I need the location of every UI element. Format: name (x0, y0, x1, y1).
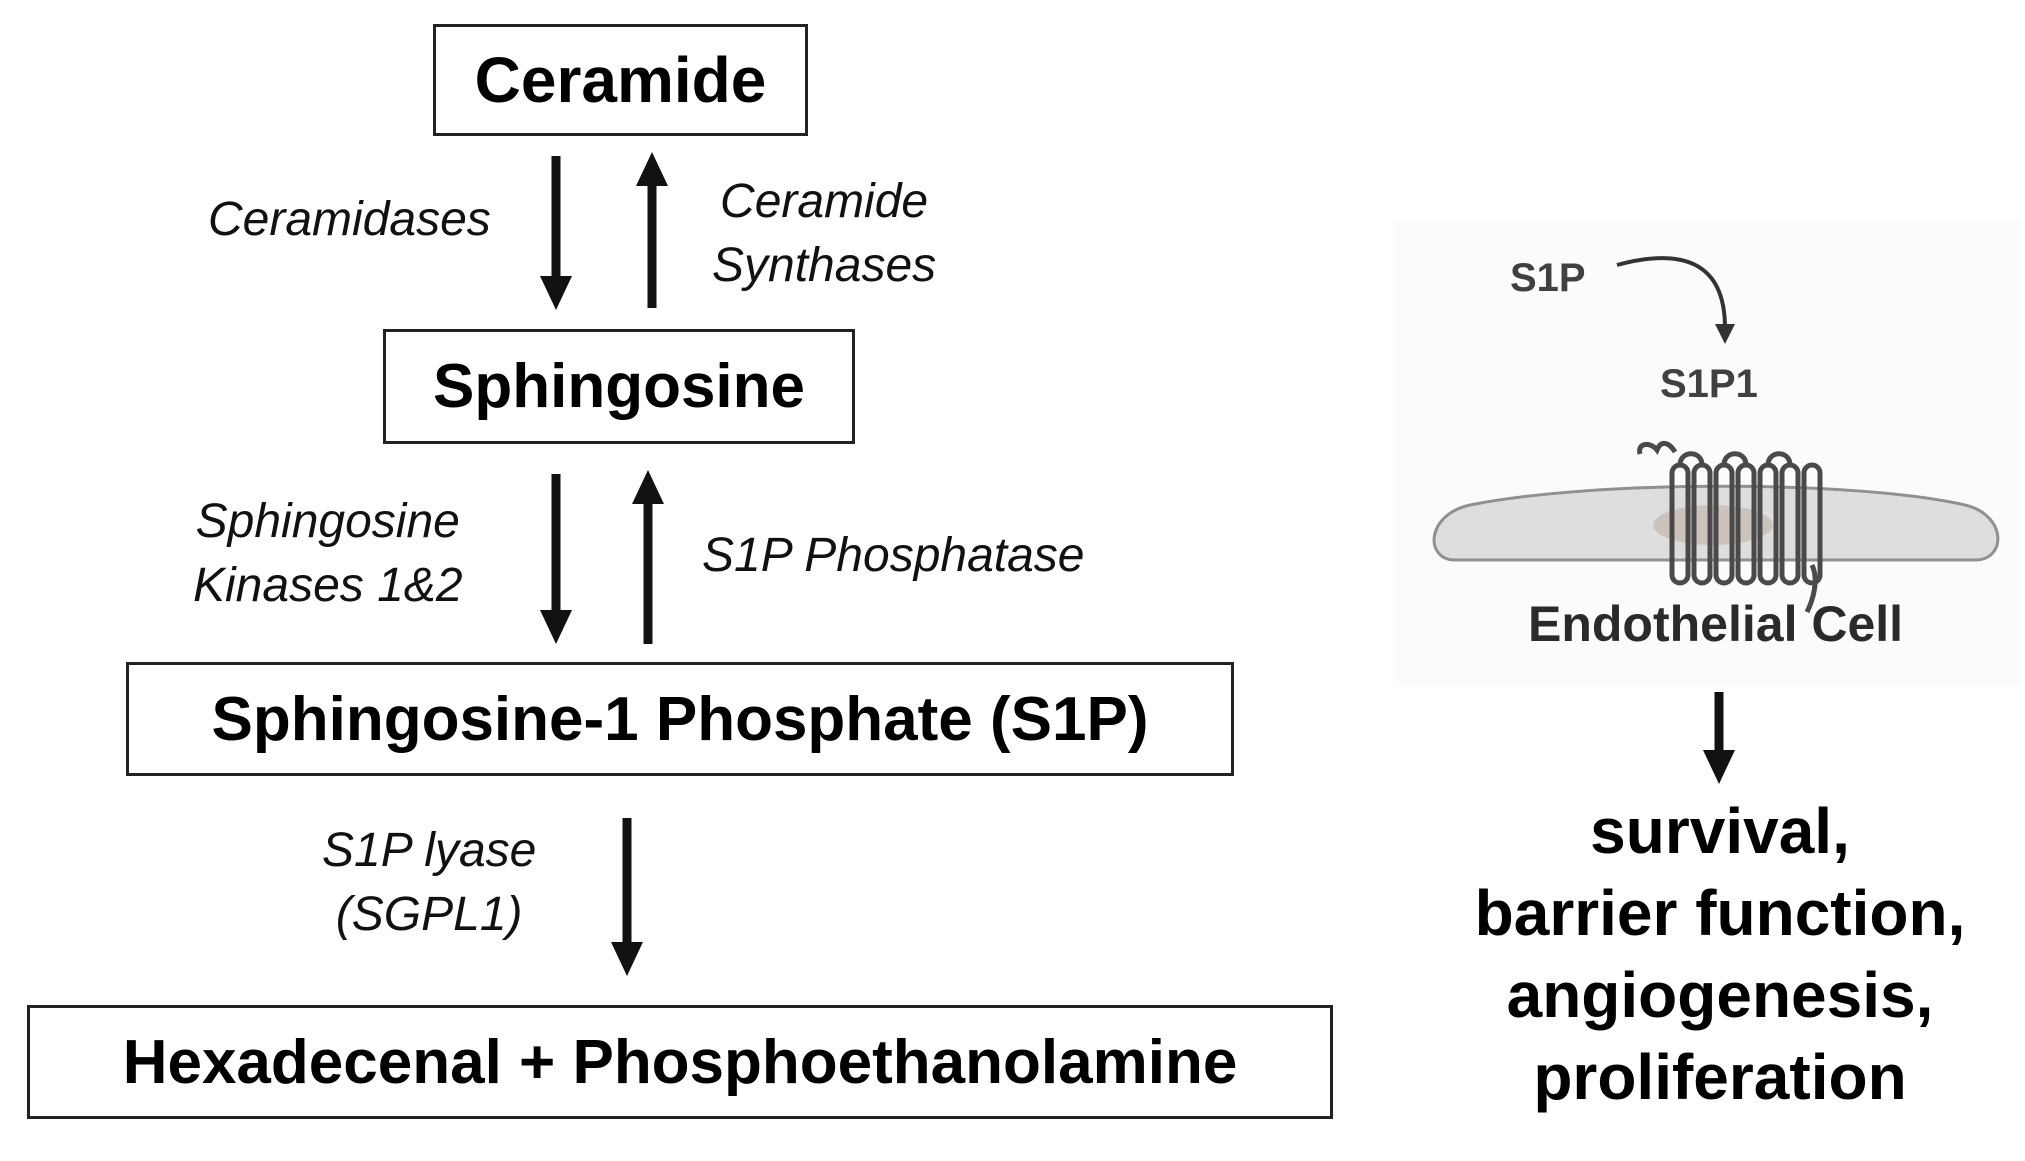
products-label: Hexadecenal + Phosphoethanolamine (122, 1027, 1238, 1097)
ceramide-label: Ceramide (474, 44, 767, 116)
sphingosine-kinases-arrowhead (540, 610, 572, 644)
s1p-phosphatase-arrowhead (632, 470, 664, 504)
ceramide-box: Ceramide (433, 24, 808, 136)
ceramidases-arrowhead (540, 276, 572, 310)
outcome-proliferation: proliferation (1533, 1041, 1907, 1113)
outcome-angiogenesis: angiogenesis, (1506, 959, 1934, 1031)
sphingosine-label: Sphingosine (433, 352, 805, 421)
outcome-survival: survival, (1590, 795, 1850, 867)
s1p1-receptor-label: S1P1 (1660, 362, 1758, 406)
s1p-label: Sphingosine-1 Phosphate (S1P) (211, 684, 1149, 754)
sphingosine-box: Sphingosine (383, 329, 855, 444)
s1p-to-receptor-arrowhead (1715, 324, 1735, 344)
ceramide-synthases-arrowhead (636, 152, 668, 186)
s1p-ligand-label: S1P (1510, 256, 1586, 300)
s1p-to-receptor-arrow (1616, 256, 1727, 329)
products-box: Hexadecenal + Phosphoethanolamine (27, 1005, 1333, 1119)
cell-panel (1395, 220, 2020, 685)
s1p-lyase-arrowhead (611, 942, 643, 976)
outcome-arrowhead (1703, 750, 1735, 784)
ceramidases-label: Ceramidases (208, 193, 491, 246)
outcomes-list: survival, barrier function, angiogenesis… (1400, 790, 2025, 1118)
endothelial-cell-label: Endothelial Cell (1528, 596, 1904, 652)
s1p-lyase-label: S1P lyase (SGPL1) (322, 824, 537, 941)
s1p1-receptor-icon (1637, 441, 1823, 614)
outcome-barrier-function: barrier function, (1474, 877, 1966, 949)
nucleus-shadow (1653, 505, 1773, 545)
s1p-phosphatase-label: S1P Phosphatase (702, 529, 1085, 582)
s1p-box: Sphingosine-1 Phosphate (S1P) (126, 662, 1234, 776)
ceramide-synthases-label: Ceramide Synthases (712, 175, 937, 292)
endothelial-cell-illustration (1432, 256, 2000, 614)
sphingosine-kinases-label: Sphingosine Kinases 1&2 (193, 495, 463, 612)
